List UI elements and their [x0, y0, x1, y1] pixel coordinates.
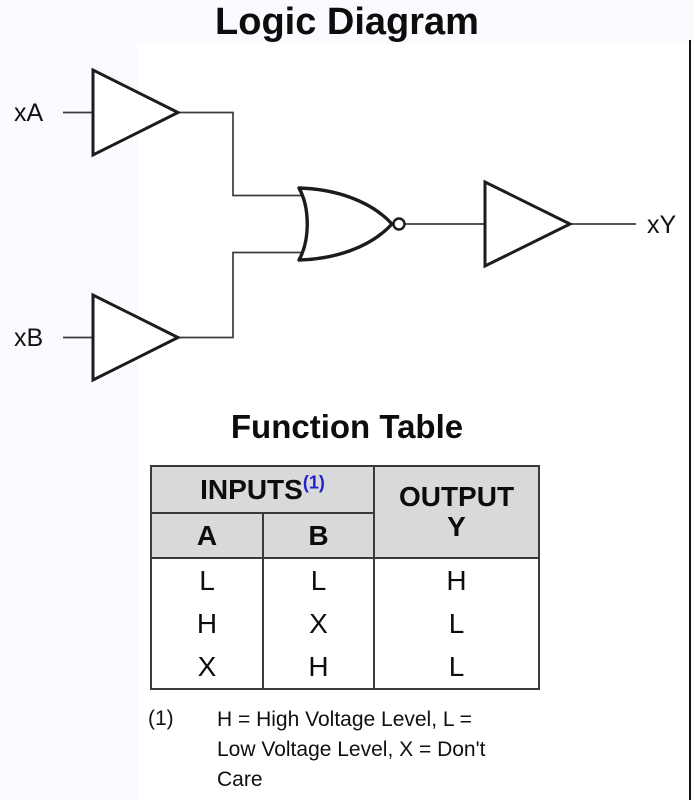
cell-y: L — [373, 645, 540, 690]
buffer-gate-b — [91, 292, 182, 383]
column-header-a: A — [150, 512, 264, 559]
table-row: X H L — [150, 645, 540, 690]
buffer-gate-a — [91, 67, 182, 158]
cell-b: L — [262, 558, 375, 602]
cell-a: L — [150, 558, 264, 602]
output-header-label: OUTPUT — [398, 481, 515, 512]
cell-b: H — [262, 645, 375, 690]
logic-diagram-title: Logic Diagram — [215, 1, 479, 43]
input-b-label: xB — [14, 324, 43, 352]
column-header-b: B — [262, 512, 375, 559]
inverter-bubble-icon — [392, 217, 406, 231]
output-signal-label: Y — [447, 511, 466, 542]
wire-buffer-b-to-nor — [178, 251, 306, 339]
inputs-header-cell: INPUTS(1) — [150, 465, 375, 514]
cell-b: X — [262, 602, 375, 645]
cell-a: H — [150, 602, 264, 645]
table-header-row-groups: INPUTS(1) OUTPUT Y — [150, 465, 540, 559]
inputs-header-label: INPUTS — [200, 473, 303, 505]
cell-a: X — [150, 645, 264, 690]
footnote-text: H = High Voltage Level, L = Low Voltage … — [217, 708, 486, 791]
table-header-row-signals: A B — [150, 512, 539, 559]
table-row: H X L — [150, 602, 540, 645]
output-buffer-gate — [483, 179, 574, 269]
function-table: INPUTS(1) OUTPUT Y A B L L H H X L — [150, 465, 540, 690]
input-a-label: xA — [14, 99, 44, 127]
page-left-gutter — [0, 44, 138, 800]
footnote-marker: (1) — [148, 707, 174, 730]
cell-y: H — [373, 558, 540, 602]
inputs-footnote-ref: (1) — [302, 472, 325, 493]
output-header-cell: OUTPUT Y — [373, 465, 540, 559]
table-row: L L H — [150, 558, 540, 602]
nor-gate — [297, 186, 394, 262]
page-top-band — [0, 0, 694, 44]
function-table-title: Function Table — [230, 408, 464, 445]
output-label: xY — [647, 211, 677, 239]
cell-y: L — [373, 602, 540, 645]
wire-buffer-a-to-nor — [178, 111, 306, 197]
